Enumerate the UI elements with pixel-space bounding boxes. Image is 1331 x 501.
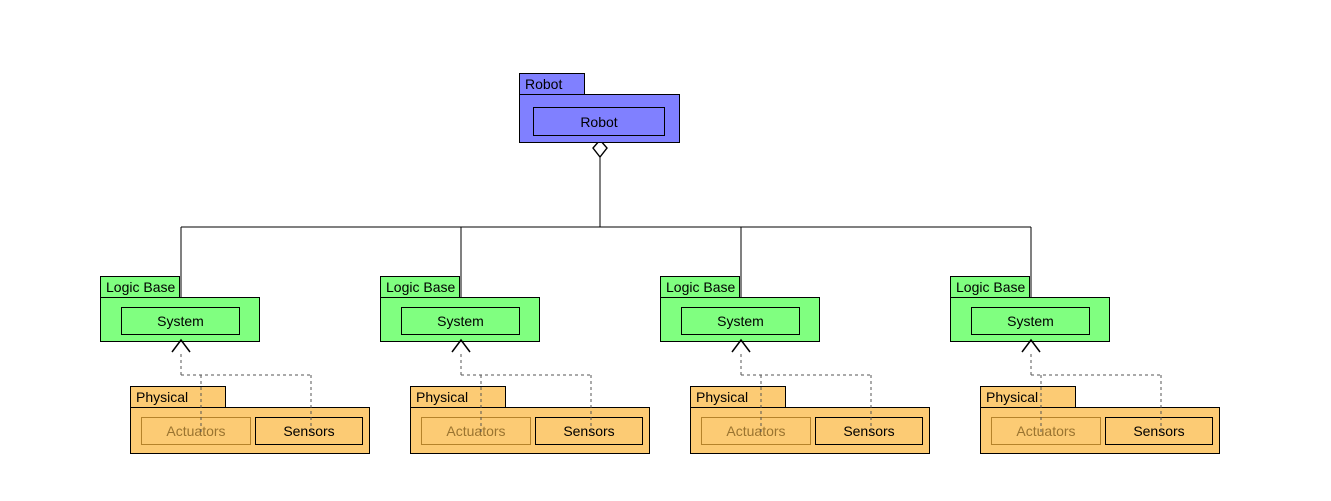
package-physical-1-tab-label: Physical [136, 389, 189, 405]
class-robot[interactable]: Robot [533, 107, 665, 136]
class-robot-label: Robot [580, 113, 618, 130]
class-sensors-1[interactable]: Sensors [255, 417, 363, 445]
package-physical-1-tab: Physical [130, 386, 226, 408]
class-actuators-1-label: Actuators [166, 423, 226, 439]
class-sensors-3-label: Sensors [843, 423, 895, 439]
package-physical-2-tab: Physical [410, 386, 506, 408]
class-actuators-4-label: Actuators [1016, 423, 1076, 439]
package-logic-base-3-tab: Logic Base [660, 276, 740, 298]
class-actuators-2-label: Actuators [446, 423, 506, 439]
package-physical-1[interactable]: Physical Actuators Sensors [130, 386, 370, 454]
class-sensors-3[interactable]: Sensors [815, 417, 923, 445]
class-system-1-label: System [157, 313, 204, 329]
class-system-4[interactable]: System [971, 307, 1090, 335]
class-system-2-label: System [437, 313, 484, 329]
class-sensors-2-label: Sensors [563, 423, 615, 439]
class-actuators-2[interactable]: Actuators [421, 417, 531, 445]
class-system-1[interactable]: System [121, 307, 240, 335]
package-logic-base-1-tab: Logic Base [100, 276, 180, 298]
package-logic-base-2-tab: Logic Base [380, 276, 460, 298]
package-robot-tab-label: Robot [525, 76, 563, 92]
class-actuators-1[interactable]: Actuators [141, 417, 251, 445]
package-logic-base-1-tab-label: Logic Base [106, 279, 176, 295]
class-actuators-3[interactable]: Actuators [701, 417, 811, 445]
package-physical-2[interactable]: Physical Actuators Sensors [410, 386, 650, 454]
package-physical-4[interactable]: Physical Actuators Sensors [980, 386, 1220, 454]
package-logic-base-3[interactable]: Logic Base System [660, 276, 820, 342]
package-logic-base-2-tab-label: Logic Base [386, 279, 456, 295]
class-sensors-1-label: Sensors [283, 423, 335, 439]
class-system-3-label: System [717, 313, 764, 329]
class-system-2[interactable]: System [401, 307, 520, 335]
package-physical-3-tab: Physical [690, 386, 786, 408]
class-actuators-3-label: Actuators [726, 423, 786, 439]
package-robot[interactable]: Robot Robot [519, 73, 680, 143]
package-physical-3-tab-label: Physical [696, 389, 749, 405]
package-physical-4-tab-label: Physical [986, 389, 1039, 405]
package-logic-base-4-tab: Logic Base [950, 276, 1030, 298]
class-system-3[interactable]: System [681, 307, 800, 335]
class-sensors-2[interactable]: Sensors [535, 417, 643, 445]
class-sensors-4-label: Sensors [1133, 423, 1185, 439]
class-actuators-4[interactable]: Actuators [991, 417, 1101, 445]
package-physical-2-tab-label: Physical [416, 389, 469, 405]
package-logic-base-3-tab-label: Logic Base [666, 279, 736, 295]
package-logic-base-1[interactable]: Logic Base System [100, 276, 260, 342]
class-sensors-4[interactable]: Sensors [1105, 417, 1213, 445]
class-system-4-label: System [1007, 313, 1054, 329]
package-logic-base-2[interactable]: Logic Base System [380, 276, 540, 342]
package-logic-base-4-tab-label: Logic Base [956, 279, 1026, 295]
package-physical-3[interactable]: Physical Actuators Sensors [690, 386, 930, 454]
package-robot-tab: Robot [519, 73, 585, 95]
package-logic-base-4[interactable]: Logic Base System [950, 276, 1110, 342]
package-physical-4-tab: Physical [980, 386, 1076, 408]
